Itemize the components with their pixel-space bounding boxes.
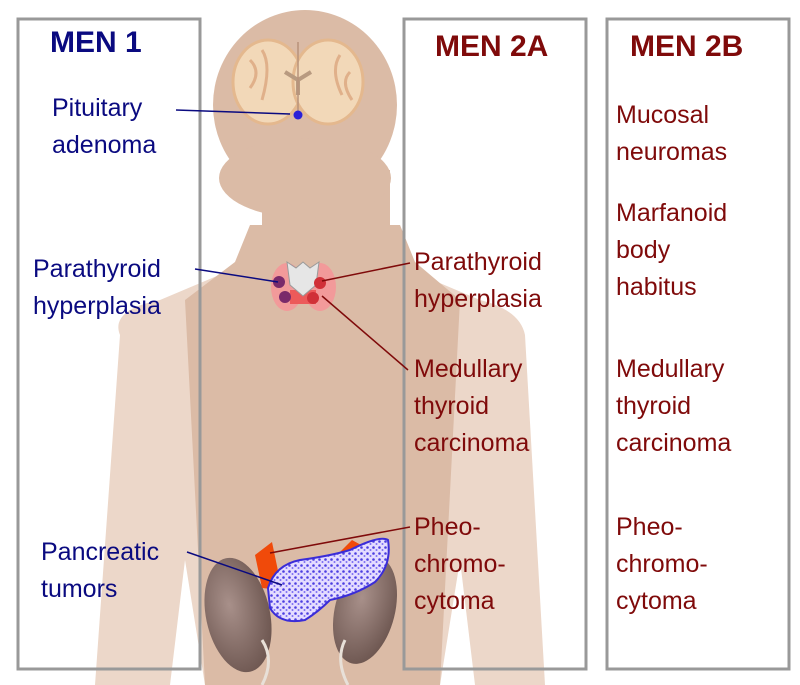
men1-parathyroid-hyperplasia: Parathyroid hyperplasia [33,255,161,320]
men1-panel [16,17,202,671]
men2b-panel [605,17,791,671]
men2a-medullary-thyroid-carcinoma: Medullary thyroid carcinoma [414,355,530,457]
pituitary-icon [293,110,303,120]
men2a-panel [402,17,588,671]
men2b-marfanoid-body-habitus: Marfanoid body habitus [616,199,728,301]
men2b-title: MEN 2B [630,30,744,63]
brain-icon [231,38,365,126]
leader-lines [175,109,411,586]
men2b-pheochromocytoma: Pheo- chromo- cytoma [616,513,708,615]
men1-title: MEN 1 [50,26,142,59]
pancreas-icon [266,537,390,623]
men2b-medullary-thyroid-carcinoma: Medullary thyroid carcinoma [616,355,732,457]
men1-pancreatic-tumors: Pancreatic tumors [41,538,160,603]
men2b-mucosal-neuromas: Mucosal neuromas [616,101,728,166]
men2a-pheochromocytoma: Pheo- chromo- cytoma [414,513,506,615]
men2a-parathyroid-hyperplasia: Parathyroid hyperplasia [414,248,542,313]
men1-pituitary-adenoma: Pituitary adenoma [52,94,157,159]
parathyroid-icon [273,276,326,304]
men2a-title: MEN 2A [435,30,549,63]
